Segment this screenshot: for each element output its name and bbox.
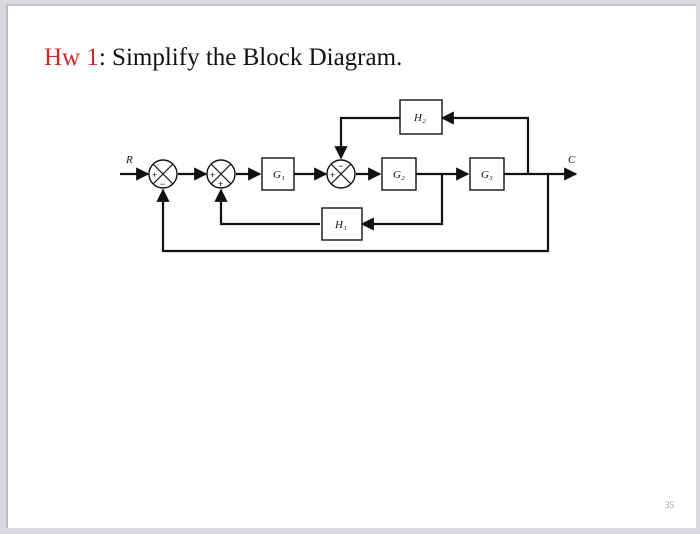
h1-feedback-out-line: [214, 188, 320, 226]
block-g1-label: G₁: [273, 169, 285, 181]
block-g2: G₂: [381, 157, 417, 191]
sum1-minus-sign: −: [160, 179, 165, 189]
summing-junction-3: + −: [326, 159, 356, 189]
sum3-plus-sign: +: [330, 170, 335, 180]
slide: Hw 1: Simplify the Block Diagram. 35: [6, 4, 696, 528]
sum2-bottom-plus-sign: +: [218, 179, 223, 189]
title-hw: Hw 1: [44, 44, 99, 71]
page-number: 35: [665, 500, 674, 510]
block-h1-label: H₁: [334, 219, 347, 231]
h1-feedback-in-line: [360, 174, 444, 231]
summing-junction-1: + −: [148, 159, 178, 189]
sum3-minus-sign: −: [338, 161, 343, 171]
sum1-plus-sign: +: [152, 170, 157, 180]
block-g2-label: G₂: [393, 169, 405, 181]
block-g3: G₃: [469, 157, 505, 191]
h2-feedback-out-line: [334, 116, 400, 160]
sum2-plus-sign: +: [210, 170, 215, 180]
block-g3-label: G₃: [481, 169, 493, 181]
block-h1: H₁: [321, 207, 363, 241]
slide-title: Hw 1: Simplify the Block Diagram.: [44, 44, 402, 72]
block-h2: H₂: [399, 99, 443, 135]
unity-feedback-line: [156, 174, 550, 253]
block-g1: G₁: [261, 157, 295, 191]
output-label-c: C: [568, 154, 576, 166]
block-h2-label: H₂: [413, 112, 426, 124]
input-label-r: R: [125, 154, 133, 166]
title-text: : Simplify the Block Diagram.: [98, 44, 403, 71]
summing-junction-2: + +: [206, 159, 236, 189]
h2-feedback-in-line: [440, 111, 530, 174]
